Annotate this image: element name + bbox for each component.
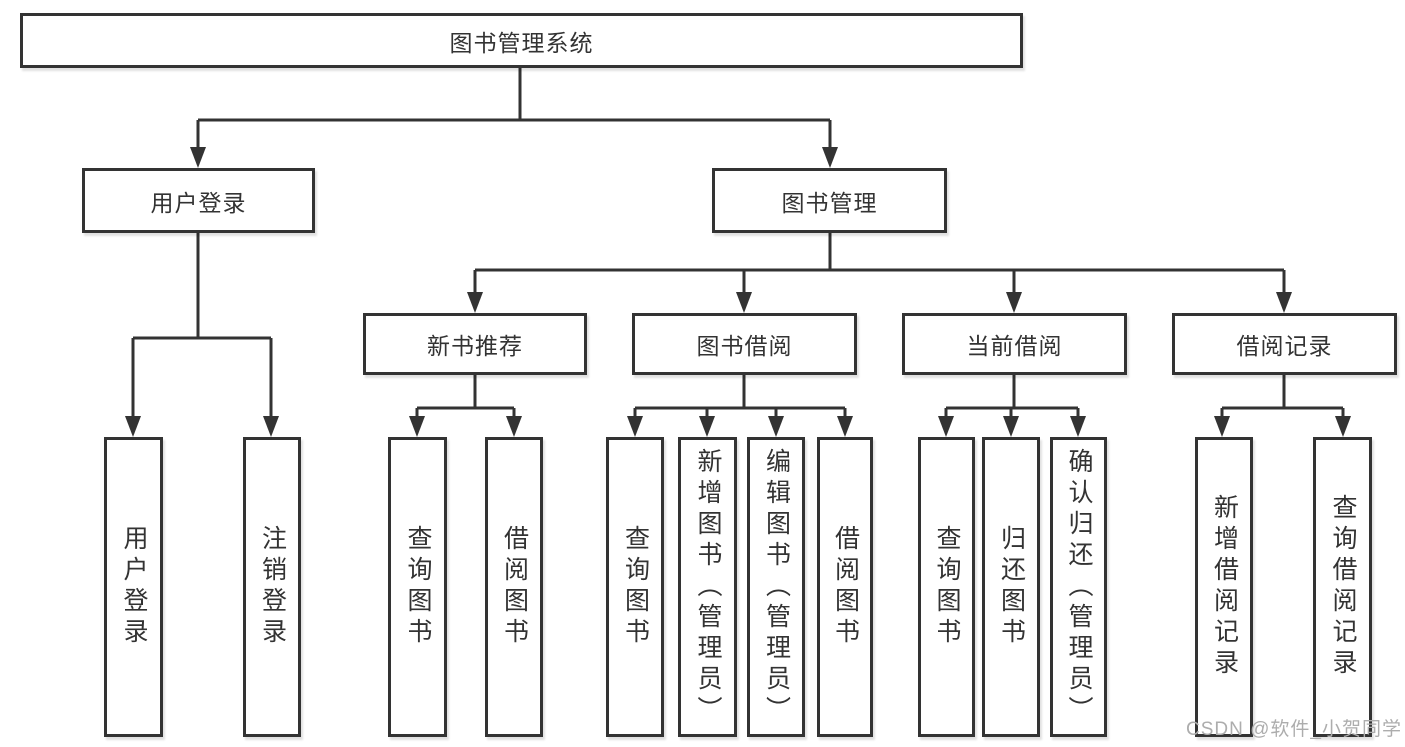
- leaf-label: 编辑图书（管理员）: [762, 447, 791, 727]
- leaf-confirm-return-admin: 确认归还（管理员）: [1050, 437, 1107, 737]
- arrowhead: [263, 416, 279, 437]
- arrowhead: [1070, 416, 1086, 437]
- node-root: 图书管理系统: [20, 13, 1023, 68]
- node-current-borrow: 当前借阅: [902, 313, 1127, 375]
- leaf-label: 查询图书: [404, 525, 432, 649]
- arrowhead: [822, 147, 838, 168]
- arrowhead: [768, 416, 784, 437]
- leaf-query-books-current: 查询图书: [918, 437, 975, 737]
- leaf-label: 注销登录: [258, 525, 287, 649]
- leaf-query-books-borrow: 查询图书: [606, 437, 664, 737]
- leaf-edit-book-admin: 编辑图书（管理员）: [747, 437, 805, 737]
- connector-book-borrow-children: [633, 375, 847, 419]
- leaf-label: 查询借阅记录: [1329, 494, 1357, 680]
- leaf-label: 确认归还（管理员）: [1065, 447, 1093, 727]
- arrowhead: [190, 147, 206, 168]
- arrowhead: [409, 416, 425, 437]
- arrowhead: [627, 416, 643, 437]
- node-borrow-records: 借阅记录: [1172, 313, 1397, 375]
- node-book-management: 图书管理: [712, 168, 947, 233]
- arrowhead: [125, 416, 141, 437]
- connector-current-borrow-children: [944, 375, 1080, 419]
- connector-borrow-records-children: [1220, 375, 1345, 419]
- arrowhead: [938, 416, 954, 437]
- leaf-add-book-admin: 新增图书（管理员）: [678, 437, 737, 737]
- arrowhead: [1003, 416, 1019, 437]
- leaf-query-books-recommend: 查询图书: [388, 437, 447, 737]
- leaf-label: 新增图书（管理员）: [694, 447, 722, 727]
- node-user-login: 用户登录: [82, 168, 315, 233]
- leaf-query-borrow-record: 查询借阅记录: [1313, 437, 1372, 737]
- connector-user-login-children: [131, 233, 273, 419]
- leaf-borrow-books: 借阅图书: [817, 437, 873, 737]
- arrowhead: [837, 416, 853, 437]
- leaf-borrow-books-recommend: 借阅图书: [485, 437, 543, 737]
- leaf-label: 借阅图书: [500, 525, 529, 649]
- leaf-return-books: 归还图书: [982, 437, 1040, 737]
- arrowhead: [699, 416, 715, 437]
- leaf-label: 新增借阅记录: [1210, 494, 1239, 680]
- leaf-user-login: 用户登录: [104, 437, 163, 737]
- arrowhead: [1276, 292, 1292, 313]
- leaf-label: 查询图书: [933, 525, 961, 649]
- csdn-watermark: CSDN @软件_小贺同学: [1186, 719, 1402, 740]
- leaf-label: 借阅图书: [831, 525, 860, 649]
- leaf-add-borrow-record: 新增借阅记录: [1195, 437, 1253, 737]
- leaf-logout: 注销登录: [243, 437, 301, 737]
- leaf-label: 归还图书: [997, 525, 1026, 649]
- arrowhead: [1335, 416, 1351, 437]
- leaf-label: 查询图书: [621, 525, 650, 649]
- node-book-borrow: 图书借阅: [632, 313, 857, 375]
- arrowhead: [736, 292, 752, 313]
- arrowhead: [506, 416, 522, 437]
- connector-root-to-level1: [196, 68, 832, 150]
- arrowhead: [467, 292, 483, 313]
- connector-new-book-children: [415, 375, 516, 419]
- connector-book-management-children: [473, 233, 1286, 295]
- arrowhead: [1214, 416, 1230, 437]
- node-new-book-recommend: 新书推荐: [363, 313, 587, 375]
- leaf-label: 用户登录: [120, 525, 148, 649]
- arrowhead: [1006, 292, 1022, 313]
